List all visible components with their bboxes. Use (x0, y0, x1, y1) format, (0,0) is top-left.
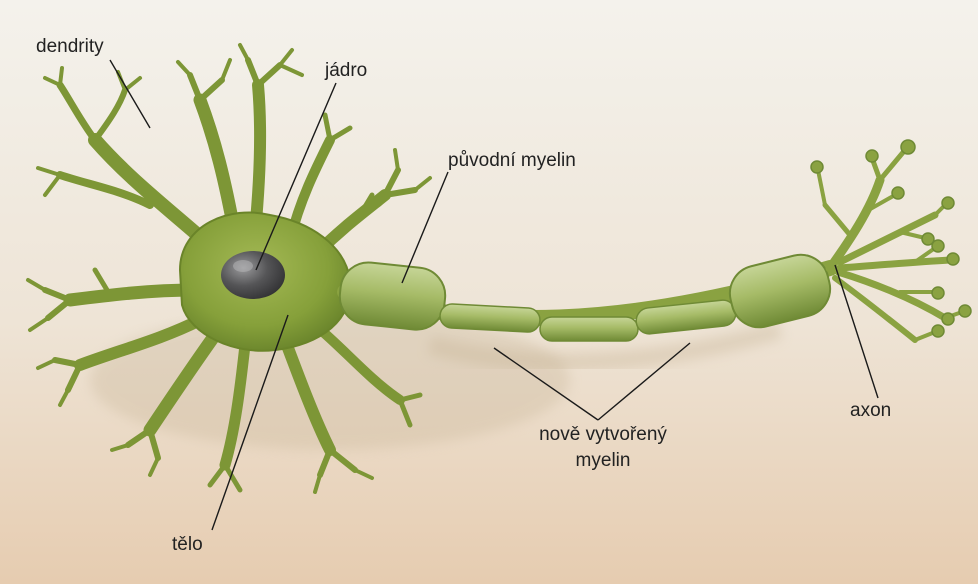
label-axon: axon (850, 400, 891, 422)
myelin-new-segment (540, 317, 638, 341)
myelin-original-sheath (337, 260, 448, 333)
myelin-new-segment (439, 303, 540, 332)
nucleus (221, 251, 285, 299)
label-body: tělo (172, 534, 203, 556)
label-nucleus: jádro (325, 60, 367, 82)
label-new-myelin-line2: myelin (520, 450, 686, 472)
label-new-myelin-line1: nově vytvořený (520, 424, 686, 446)
label-original-myelin: původní myelin (448, 150, 576, 172)
label-new-myelin: nově vytvořený myelin (520, 424, 686, 472)
label-dendrites: dendrity (36, 36, 104, 58)
